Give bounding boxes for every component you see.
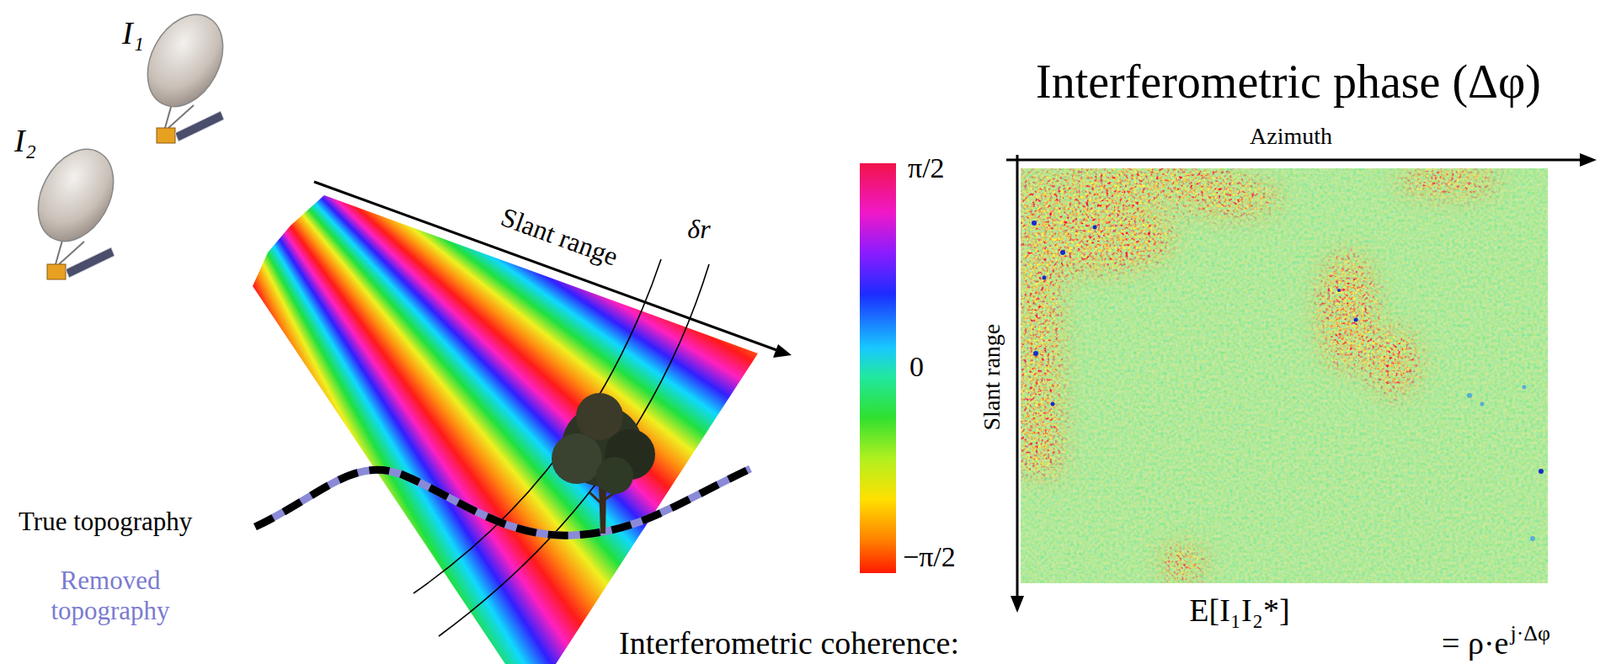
- colorbar-tick: π/2: [907, 151, 945, 185]
- azimuth-axis: [1006, 153, 1597, 167]
- image-label: I₂: [14, 122, 37, 160]
- formula-text: E[I₁I₂*]: [1189, 592, 1290, 630]
- satellite-2: [22, 136, 128, 280]
- colorbar-tick: 0: [909, 350, 924, 384]
- axis-label: Slant range: [496, 201, 623, 272]
- image-label: I₁: [122, 15, 144, 53]
- removed-topography-line: [255, 469, 751, 536]
- formula-text: = ρ·e: [1441, 625, 1509, 663]
- true-topography-line: [255, 469, 751, 536]
- topography-label: Removed topography: [26, 565, 195, 626]
- diagram-title: Interferometric phase (Δφ): [1035, 54, 1542, 109]
- slant-range-axis: [1010, 154, 1024, 614]
- axis-label: Slant range: [978, 324, 1006, 432]
- tree: [551, 393, 656, 534]
- phase-colorbar: [859, 163, 896, 574]
- range-cell-line: [438, 264, 710, 637]
- phase-image: [1020, 168, 1548, 584]
- range-cell-label: δr: [687, 213, 710, 246]
- phase-fringe-fan: [0, 0, 843, 664]
- formula-exponent: j·Δφ: [1509, 621, 1551, 647]
- slant-range-arrow: [314, 181, 792, 358]
- topography-label: True topography: [18, 506, 192, 538]
- satellite-1: [132, 1, 238, 144]
- formula-text: Interferometric coherence:: [618, 625, 960, 663]
- colorbar-tick: −π/2: [902, 540, 956, 574]
- range-cell-line: [413, 259, 662, 594]
- axis-label: Azimuth: [1249, 122, 1333, 150]
